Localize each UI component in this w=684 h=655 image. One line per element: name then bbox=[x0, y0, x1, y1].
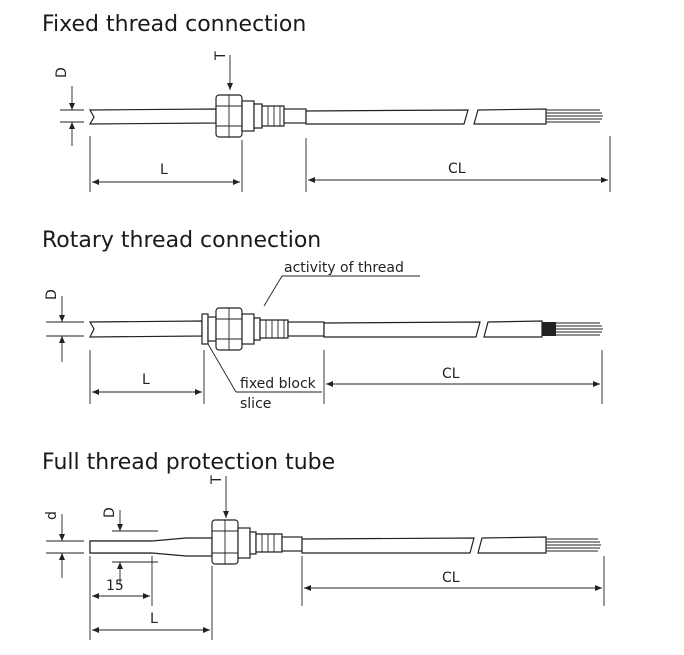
label-L: L bbox=[160, 162, 168, 178]
label-CL: CL bbox=[442, 570, 460, 586]
callout-fixed-block: fixed block bbox=[240, 376, 317, 392]
fixed-thread-drawing: D T bbox=[54, 51, 611, 192]
callout-activity-of-thread: activity of thread bbox=[284, 260, 404, 276]
probe-rod bbox=[88, 320, 203, 338]
label-T: T bbox=[209, 475, 225, 485]
full-thread-drawing: d D T bbox=[44, 475, 605, 640]
section-title-fixed: Fixed thread connection bbox=[42, 12, 307, 37]
section-title-full: Full thread protection tube bbox=[42, 450, 336, 475]
label-CL: CL bbox=[442, 366, 460, 382]
tapered-tube bbox=[89, 537, 213, 557]
label-15: 15 bbox=[106, 578, 124, 594]
rotary-thread-drawing: D bbox=[44, 260, 603, 412]
label-D: D bbox=[44, 289, 60, 300]
label-D: D bbox=[54, 67, 70, 78]
label-L: L bbox=[150, 611, 158, 627]
label-T: T bbox=[213, 51, 229, 61]
label-d: d bbox=[44, 511, 60, 520]
label-CL: CL bbox=[448, 161, 466, 177]
probe-rod bbox=[88, 108, 217, 125]
label-L: L bbox=[142, 372, 150, 388]
label-D: D bbox=[102, 507, 118, 518]
callout-slice: slice bbox=[240, 396, 271, 412]
section-title-rotary: Rotary thread connection bbox=[42, 228, 322, 253]
